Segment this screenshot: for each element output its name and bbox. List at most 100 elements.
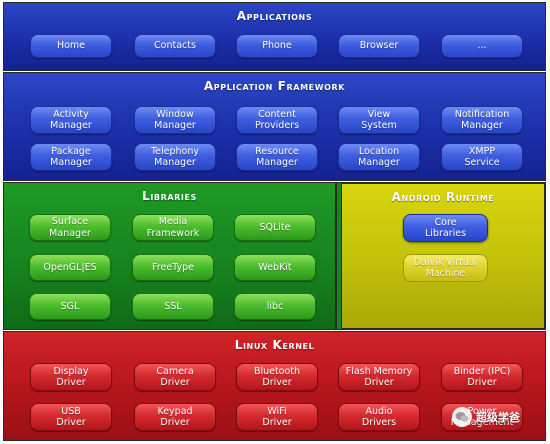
- box-label-line: Flash Memory: [345, 365, 413, 377]
- box-label-line: Bluetooth: [253, 365, 301, 377]
- library-box-label: SQLite: [259, 222, 290, 233]
- box-label-line: Machine: [425, 268, 466, 279]
- box-label-line: Display: [53, 365, 89, 377]
- box-label-line: SSL: [164, 300, 182, 312]
- box-label-line: OpenGL|ES: [43, 261, 97, 273]
- box-label-line: Service: [464, 157, 500, 168]
- library-ssl-box: SSL: [132, 293, 214, 320]
- library-box-label: libc: [267, 301, 284, 312]
- app-contacts-box: Contacts: [134, 34, 216, 58]
- box-label-line: WiFi: [267, 405, 287, 417]
- box-label-line: Manager: [358, 157, 400, 168]
- wechat-icon: [452, 407, 472, 427]
- box-label-line: Driver: [262, 417, 292, 428]
- box-label-line: View: [367, 108, 391, 120]
- box-label-line: Driver: [160, 417, 190, 428]
- box-label-line: Resource: [255, 145, 299, 157]
- app-phone-box: Phone: [236, 34, 318, 58]
- box-label-line: ...: [477, 40, 487, 52]
- box-label-line: Dalvik Virtual: [413, 256, 478, 268]
- app-box-label: ...: [477, 40, 486, 51]
- box-label-line: Activity: [53, 108, 89, 120]
- box-label-line: Telephony: [150, 145, 200, 157]
- box-label-line: Management: [450, 417, 514, 428]
- box-label-line: Location: [358, 145, 400, 157]
- library-opengl-es-box: OpenGL|ES: [29, 254, 111, 281]
- box-label-line: Manager: [256, 157, 298, 168]
- box-label-line: Contacts: [154, 40, 196, 52]
- box-label-line: Window: [156, 108, 194, 120]
- box-label-line: Media: [158, 216, 188, 228]
- library-webkit-box: WebKit: [234, 254, 316, 281]
- library-box-label: FreeType: [152, 262, 194, 273]
- box-label-line: Keypad: [157, 405, 193, 417]
- box-label-line: XMPP: [468, 145, 496, 157]
- box-label-line: FreeType: [152, 261, 194, 273]
- app-box-label: Phone: [262, 40, 291, 51]
- box-label-line: SGL: [60, 300, 80, 312]
- box-label-line: Audio: [365, 405, 393, 417]
- box-label-line: Driver: [467, 377, 497, 388]
- kernel-box-label: Binder (IPC)Driver: [454, 366, 511, 389]
- box-label-line: Manager: [461, 120, 503, 131]
- library-box-label: WebKit: [258, 262, 291, 273]
- box-label-line: Manager: [50, 157, 92, 168]
- app-box-label: Home: [57, 40, 85, 51]
- box-label-line: Surface: [51, 216, 89, 228]
- library-box-label: SSL: [164, 301, 181, 312]
- application-framework-title: Application Framework: [203, 79, 346, 93]
- applications-title: Applications: [236, 9, 313, 23]
- box-label-line: Core: [434, 216, 457, 228]
- box-label-line: Phone: [262, 40, 292, 52]
- box-label-line: Content: [258, 108, 296, 120]
- library-box-label: OpenGL|ES: [43, 262, 96, 273]
- linux-kernel-title: Linux Kernel: [234, 338, 315, 352]
- library-libc-box: libc: [234, 293, 316, 320]
- box-label-line: WebKit: [258, 261, 292, 273]
- watermark-text: 超级学爸: [476, 411, 520, 424]
- box-label-line: Manager: [50, 120, 92, 131]
- libraries-title: Libraries: [142, 189, 197, 203]
- app--box: ...: [441, 34, 523, 58]
- app-browser-box: Browser: [338, 34, 420, 58]
- box-label-line: Framework: [146, 227, 200, 239]
- watermark: 超级学爸: [452, 404, 544, 430]
- box-label-line: Driver: [160, 377, 190, 388]
- library-sgl-box: SGL: [29, 293, 111, 320]
- box-label-line: Notification: [454, 108, 510, 120]
- box-label-line: Browser: [359, 40, 399, 52]
- box-label-line: System: [361, 120, 397, 131]
